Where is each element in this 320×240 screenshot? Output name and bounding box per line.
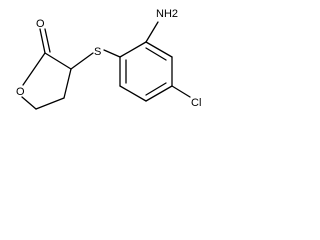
- bond-c3-c4: [63, 68, 72, 99]
- bond-ar-d-e: [145, 85, 173, 102]
- bond-ar-b-c: [145, 41, 173, 58]
- carbonyl-oxygen-label: O: [36, 18, 45, 30]
- bond-ar-e-f: [119, 85, 147, 102]
- bond-ar-cl: [171, 85, 191, 98]
- bond-c2-c3: [44, 52, 72, 70]
- bond-ar-a-b: [119, 41, 147, 58]
- chlorine-label: Cl: [191, 97, 201, 109]
- bond-carbonyl-1: [39, 28, 46, 54]
- bond-s-ring: [103, 49, 121, 58]
- bond-c4-c5: [35, 97, 65, 110]
- bond-ar-inner-1: [145, 47, 167, 61]
- amine-label: NH2: [156, 8, 178, 20]
- bond-ar-nh2: [145, 21, 159, 43]
- ring-oxygen-label: O: [16, 86, 25, 98]
- sulfur-label: S: [94, 46, 101, 58]
- structure-diagram: O O S NH2 Cl: [16, 8, 201, 110]
- bond-ring-o-c2: [22, 52, 46, 86]
- bond-ar-inner-2: [145, 82, 167, 96]
- bond-carbonyl-2: [44, 28, 51, 53]
- bond-c3-s: [70, 52, 94, 70]
- bond-c5-ring-o: [21, 96, 37, 110]
